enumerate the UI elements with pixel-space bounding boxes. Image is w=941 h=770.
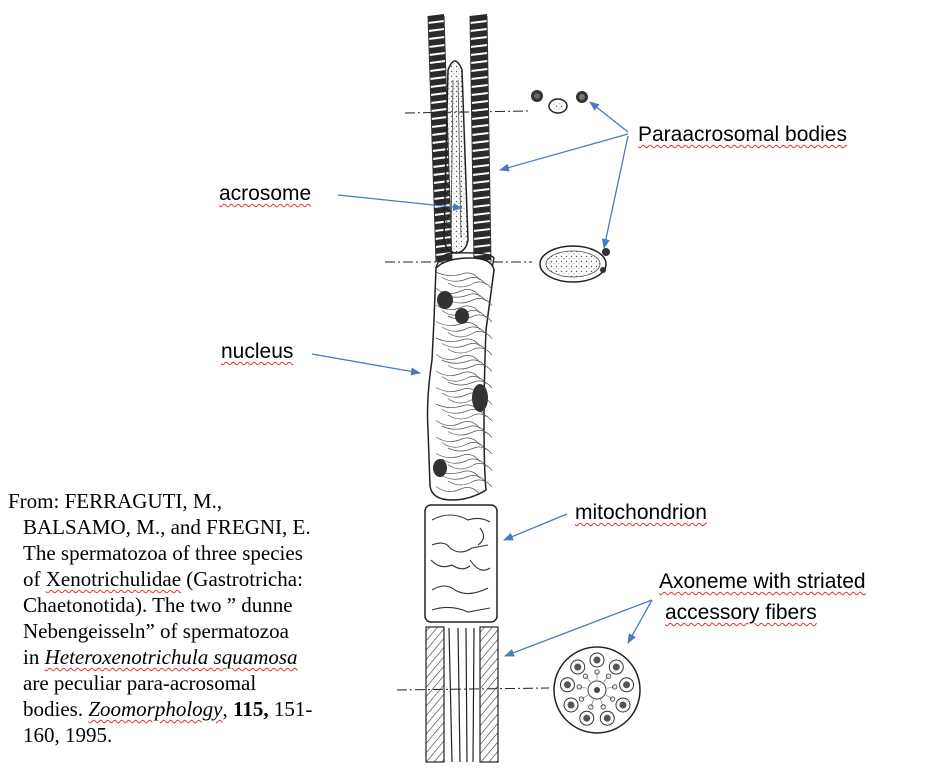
label-mitochondrion: mitochondrion <box>575 501 707 524</box>
arrow-axoneme-2 <box>627 599 653 644</box>
citation-line: Chaetonotida). The two ” dunne <box>23 593 293 617</box>
arrow-paraacrosomal-2 <box>499 133 629 172</box>
citation-line: Nebengeisseln” of spermatozoa <box>23 619 289 643</box>
axoneme-longitudinal <box>425 626 499 763</box>
label-axoneme: Axoneme with striated accessory fibers <box>659 566 866 628</box>
mitochondrion-shape <box>424 504 498 623</box>
arrow-acrosome <box>337 194 463 212</box>
arrow-axoneme-1 <box>504 599 653 657</box>
citation-line: BALSAMO, M., and FREGNI, E. <box>23 515 311 539</box>
arrow-paraacrosomal-3 <box>601 135 629 249</box>
label-axoneme-line2: accessory fibers <box>665 601 817 624</box>
citation-line: The spermatozoa of three species <box>23 541 303 565</box>
arrow-nucleus <box>311 353 421 376</box>
section-line-top <box>404 110 529 114</box>
acrosome-shape <box>443 60 469 254</box>
label-acrosome: acrosome <box>219 182 312 205</box>
label-paraacrosomal-bodies: Paraacrosomal bodies <box>638 123 847 146</box>
citation-line: bodies. Zoomorphology, 115, 151- <box>23 697 313 721</box>
citation-line: 160, 1995. <box>23 723 113 747</box>
nucleus-shape <box>426 257 495 501</box>
annotation-arrows <box>311 101 653 657</box>
paraacrosomal-bodies-small <box>531 90 588 114</box>
label-nucleus: nucleus <box>221 340 294 363</box>
striated-fiber-right <box>469 14 492 263</box>
citation-block: From: FERRAGUTI, M., BALSAMO, M., and FR… <box>8 488 388 748</box>
citation-line: are peculiar para-acrosomal <box>23 671 257 695</box>
arrow-paraacrosomal-1 <box>589 101 629 133</box>
chromatin-clumps <box>433 291 488 477</box>
citation-line: From: FERRAGUTI, M., <box>8 489 223 513</box>
axoneme-cross-section <box>553 646 641 734</box>
striated-fiber-left <box>427 14 453 263</box>
paraacrosomal-body-large <box>539 245 610 283</box>
arrow-mitochondrion <box>503 513 568 541</box>
citation-line: in Heteroxenotrichula squamosa <box>23 645 298 669</box>
label-axoneme-line1: Axoneme with striated <box>659 570 866 593</box>
citation-line: of Xenotrichulidae (Gastrotricha: <box>23 567 303 591</box>
